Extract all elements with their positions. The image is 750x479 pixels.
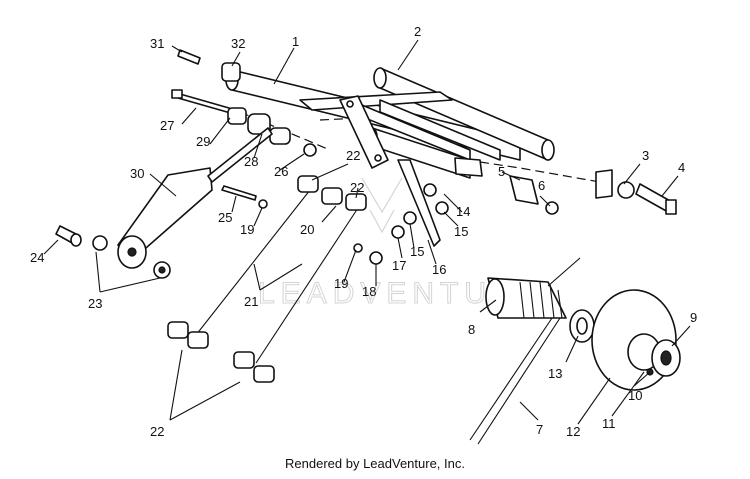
cross-tube-right-far-end bbox=[541, 139, 555, 161]
callout-4: 4 bbox=[678, 160, 685, 175]
leader-lines bbox=[43, 39, 691, 425]
callout-14: 14 bbox=[456, 204, 470, 219]
sleeve-24-end bbox=[70, 233, 82, 247]
washer-3 bbox=[617, 181, 635, 199]
frame-arm-brace-2 bbox=[379, 99, 501, 161]
rod-end-22c bbox=[167, 321, 189, 339]
callout-16: 16 bbox=[432, 262, 446, 277]
nut-18 bbox=[369, 251, 383, 265]
spacer-32 bbox=[221, 62, 241, 82]
rod-end-22f bbox=[253, 365, 275, 383]
washer-19a bbox=[258, 199, 268, 209]
collar-9-hole bbox=[660, 350, 672, 366]
callout-12: 12 bbox=[566, 424, 580, 439]
nut-17 bbox=[391, 225, 405, 239]
footer-credit: Rendered by LeadVenture, Inc. bbox=[285, 456, 465, 471]
callout-28: 28 bbox=[244, 154, 258, 169]
bolt-27-head bbox=[171, 89, 183, 99]
washer-15b bbox=[435, 201, 449, 215]
callout-29: 29 bbox=[196, 134, 210, 149]
clip-3 bbox=[595, 169, 613, 199]
callout-6: 6 bbox=[538, 178, 545, 193]
shock-rod bbox=[207, 127, 273, 183]
spring-coils bbox=[519, 281, 563, 319]
callout-1: 1 bbox=[292, 34, 299, 49]
callout-10: 10 bbox=[628, 388, 642, 403]
callout-15a: 15 bbox=[410, 244, 424, 259]
brace-strap bbox=[397, 159, 441, 247]
callout-27: 27 bbox=[160, 118, 174, 133]
rod-end-20 bbox=[321, 187, 343, 205]
frame-arm-upper bbox=[299, 91, 453, 111]
drive-sheave bbox=[591, 289, 681, 391]
callout-20: 20 bbox=[300, 222, 314, 237]
washer-15a bbox=[403, 211, 417, 225]
alignment-line-rear bbox=[479, 161, 601, 183]
callout-22b: 22 bbox=[350, 180, 364, 195]
rod-end-22e bbox=[233, 351, 255, 369]
callout-15b: 15 bbox=[454, 224, 468, 239]
washer-13-hole bbox=[576, 317, 588, 335]
callout-9: 9 bbox=[690, 310, 697, 325]
cross-tube-right-end bbox=[373, 67, 387, 89]
callout-21: 21 bbox=[244, 294, 258, 309]
callout-2: 2 bbox=[414, 24, 421, 39]
shock-body bbox=[117, 167, 213, 263]
rod-end-22d bbox=[187, 331, 209, 349]
callout-13: 13 bbox=[548, 366, 562, 381]
cable-7 bbox=[469, 257, 581, 445]
callout-24: 24 bbox=[30, 250, 44, 265]
callout-26: 26 bbox=[274, 164, 288, 179]
callout-labels: 31 32 1 2 27 29 28 26 22 22 30 25 19 20 … bbox=[30, 24, 697, 439]
bushing-23b-hole bbox=[158, 266, 166, 274]
callout-25: 25 bbox=[218, 210, 232, 225]
bushing-23a bbox=[92, 235, 108, 251]
rod-link-2 bbox=[255, 207, 359, 364]
nut-14 bbox=[423, 183, 437, 197]
watermark-logo bbox=[361, 177, 403, 234]
callout-31: 31 bbox=[150, 36, 164, 51]
mount-plate-hole-2 bbox=[374, 154, 382, 162]
screw-31 bbox=[177, 49, 201, 65]
callout-19b: 19 bbox=[334, 276, 348, 291]
mount-plate bbox=[339, 95, 389, 169]
rod-end-22b bbox=[345, 193, 367, 211]
callout-23: 23 bbox=[88, 296, 102, 311]
block-5 bbox=[509, 175, 539, 205]
callout-22c: 22 bbox=[150, 424, 164, 439]
callout-7: 7 bbox=[536, 422, 543, 437]
mount-plate-hole bbox=[346, 100, 354, 108]
bushing-28 bbox=[247, 113, 271, 135]
end-block bbox=[454, 157, 483, 177]
callout-22a: 22 bbox=[346, 148, 360, 163]
callout-3: 3 bbox=[642, 148, 649, 163]
shock-eye-hole bbox=[127, 247, 137, 257]
front-arm-frame bbox=[225, 67, 555, 179]
callout-5: 5 bbox=[498, 164, 505, 179]
callout-11: 11 bbox=[602, 416, 616, 431]
callout-30: 30 bbox=[130, 166, 144, 181]
callout-17: 17 bbox=[392, 258, 406, 273]
bolt-25 bbox=[221, 185, 257, 201]
bushing-29 bbox=[227, 107, 247, 125]
nut-26 bbox=[303, 143, 317, 157]
callout-32: 32 bbox=[231, 36, 245, 51]
callout-19a: 19 bbox=[240, 222, 254, 237]
spring-housing bbox=[485, 277, 567, 319]
callout-18: 18 bbox=[362, 284, 376, 299]
rod-link-1 bbox=[195, 189, 311, 336]
shock-absorber bbox=[117, 127, 273, 269]
bushing-28b bbox=[269, 127, 291, 145]
callout-8: 8 bbox=[468, 322, 475, 337]
bolt-4-head bbox=[665, 199, 677, 215]
spring-housing-end bbox=[485, 278, 505, 316]
